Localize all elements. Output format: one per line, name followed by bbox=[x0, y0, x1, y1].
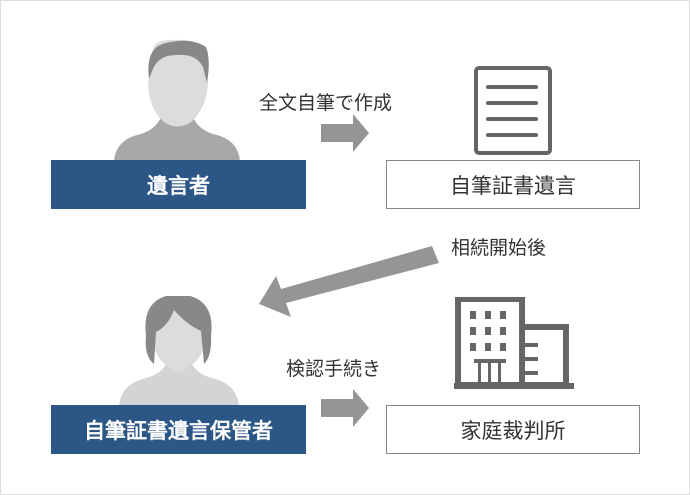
arrow-right-icon bbox=[321, 389, 369, 427]
testator-label: 遺言者 bbox=[51, 160, 306, 209]
step-write-label: 全文自筆で作成 bbox=[259, 92, 393, 114]
male-person-icon bbox=[114, 39, 240, 161]
holographic-will-label: 自筆証書遺言 bbox=[386, 160, 640, 209]
step-probate-label: 検認手続き bbox=[286, 358, 382, 380]
arrow-right-icon bbox=[321, 114, 369, 152]
court-building-icon bbox=[454, 297, 574, 389]
step-after-inheritance-label: 相続開始後 bbox=[451, 237, 547, 259]
custodian-label: 自筆証書遺言保管者 bbox=[51, 405, 306, 454]
arrow-diagonal-icon bbox=[259, 246, 439, 317]
family-court-label: 家庭裁判所 bbox=[386, 405, 640, 454]
document-icon bbox=[474, 66, 552, 155]
female-person-icon bbox=[119, 296, 239, 406]
